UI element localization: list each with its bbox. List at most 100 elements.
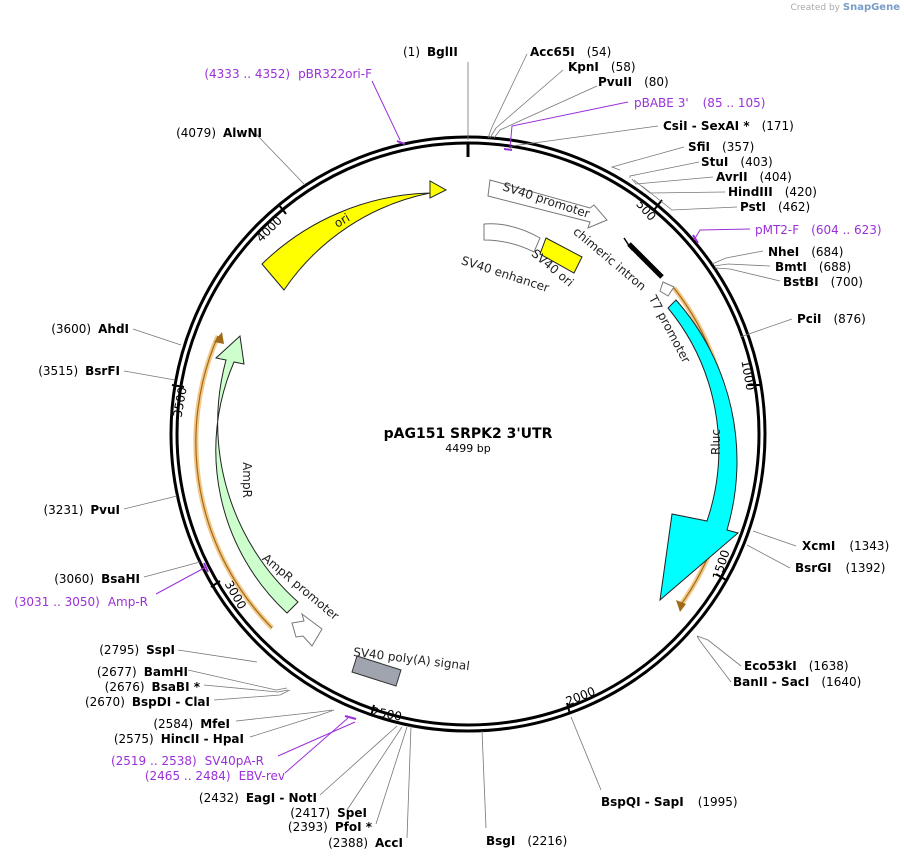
site-label: (3600)AhdI [51, 322, 129, 336]
tick-mark [210, 580, 221, 588]
site-leader [319, 725, 398, 796]
primer-label: (4333 .. 4352)pBR322ori-F [204, 67, 372, 81]
site-leader [249, 709, 335, 738]
site-leader [633, 179, 726, 194]
primer-leader [509, 101, 629, 149]
primer-leader [284, 717, 349, 774]
site-label: BspQI - SapI(1995) [601, 795, 738, 809]
primer-mark [692, 234, 699, 244]
primer-label: pMT2-F(604 .. 623) [755, 223, 882, 237]
site-label: BsrGI(1392) [795, 561, 885, 575]
site-leader [629, 161, 700, 178]
site-label: (2795)SspI [99, 643, 175, 657]
site-leader [711, 250, 764, 265]
site-label: AvrII(404) [716, 170, 792, 184]
site-label: (1)BglII [403, 45, 458, 59]
site-label: KpnI(58) [568, 60, 636, 74]
primer-label: (3031 .. 3050)Amp-R [14, 595, 148, 609]
site-label: (2393)PfoI * [288, 820, 373, 834]
site-label: (4079)AlwNI [176, 126, 262, 140]
site-leader [375, 726, 408, 825]
site-leader [739, 318, 793, 338]
tick-label-2500: 2500 [370, 705, 403, 724]
site-leader [489, 69, 564, 139]
feature-t7-promoter [659, 281, 675, 297]
site-leader [570, 716, 602, 791]
tick-mark [715, 573, 727, 581]
tick-mark [171, 384, 185, 388]
site-leader [696, 635, 732, 683]
feature-label-ampr: AmpR [240, 462, 254, 498]
site-leader [713, 263, 771, 267]
tick-label-3500: 3500 [171, 386, 190, 419]
tick-label-500: 500 [633, 197, 659, 223]
tick-mark [653, 199, 663, 211]
plasmid-name: pAG151 SRPK2 3'UTR [384, 426, 553, 442]
feature-ori [261, 180, 448, 291]
site-leader [132, 328, 182, 346]
site-leader [177, 649, 258, 663]
primer-mark [203, 562, 209, 573]
site-leader [123, 495, 178, 510]
feature-rluc [659, 299, 740, 602]
tick-mark [370, 704, 375, 717]
site-leader [143, 561, 201, 578]
tick-label-1000: 1000 [738, 359, 757, 392]
feature-sv40-promoter [487, 179, 608, 229]
primer-leader [371, 80, 401, 141]
site-leader [481, 730, 487, 829]
site-leader [641, 185, 738, 211]
site-leader [746, 544, 791, 569]
site-label: HindIII(420) [728, 185, 817, 199]
site-leader [346, 726, 403, 811]
site-label: (3515)BsrFI [38, 364, 120, 378]
site-leader [213, 689, 291, 701]
site-label: PciI(876) [797, 312, 866, 326]
site-label: SfiI(357) [688, 140, 754, 154]
ampr-orf-arrow [214, 332, 224, 344]
site-label: (2670)BspDI - ClaI [85, 695, 210, 709]
site-label: BsgI(2216) [486, 834, 567, 848]
plasmid-length: 4499 bp [445, 442, 490, 455]
site-leader [610, 146, 685, 171]
site-label: Eco53kI(1638) [744, 659, 849, 673]
site-label: (2417)SpeI [290, 806, 367, 820]
tick-mark [278, 204, 287, 215]
site-leader [752, 530, 797, 547]
credit-prefix: Created by [790, 3, 840, 13]
site-leader [406, 725, 412, 839]
site-label: PvuII(80) [598, 75, 669, 89]
site-leader [487, 53, 528, 139]
primer-label: (2519 .. 2538)SV40pA-R [111, 754, 264, 768]
tick-mark [566, 702, 571, 715]
snapgene-credit: Created by SnapGene [790, 2, 900, 13]
site-label: NheI(684) [768, 245, 843, 259]
primer-leader [277, 721, 356, 757]
site-label: BstBI(700) [783, 275, 863, 289]
primer-mark [396, 140, 406, 145]
site-label: Acc65I(54) [530, 45, 611, 59]
site-label: (2575)HincII - HpaI [114, 732, 244, 746]
site-label: (2584)MfeI [153, 717, 230, 731]
site-leader [187, 669, 288, 691]
site-label: BanII - SacI(1640) [733, 675, 861, 689]
feature-label-rluc: Rluc [709, 429, 723, 455]
site-leader [509, 125, 659, 151]
feature-ampr-promoter [291, 612, 323, 647]
site-label: (2432)EagI - NotI [199, 791, 317, 805]
feature-chimeric-intron [627, 242, 664, 279]
primer-mark [503, 148, 513, 151]
site-label: BmtI(688) [775, 260, 851, 274]
feature-ampr [214, 334, 299, 614]
site-label: XcmI(1343) [802, 539, 889, 553]
feature-sv40-enhancer [483, 223, 541, 253]
ampr-orf-line [195, 335, 273, 629]
tick-label-4000: 4000 [253, 213, 284, 244]
primer-mark [344, 715, 357, 720]
feature-label-chimeric-intron: chimeric intron [570, 224, 648, 293]
primer-label: (2465 .. 2484)EBV-rev [145, 769, 285, 783]
feature-sv40-ori [539, 237, 583, 274]
site-leader [696, 635, 742, 667]
site-label: StuI(403) [701, 155, 773, 169]
